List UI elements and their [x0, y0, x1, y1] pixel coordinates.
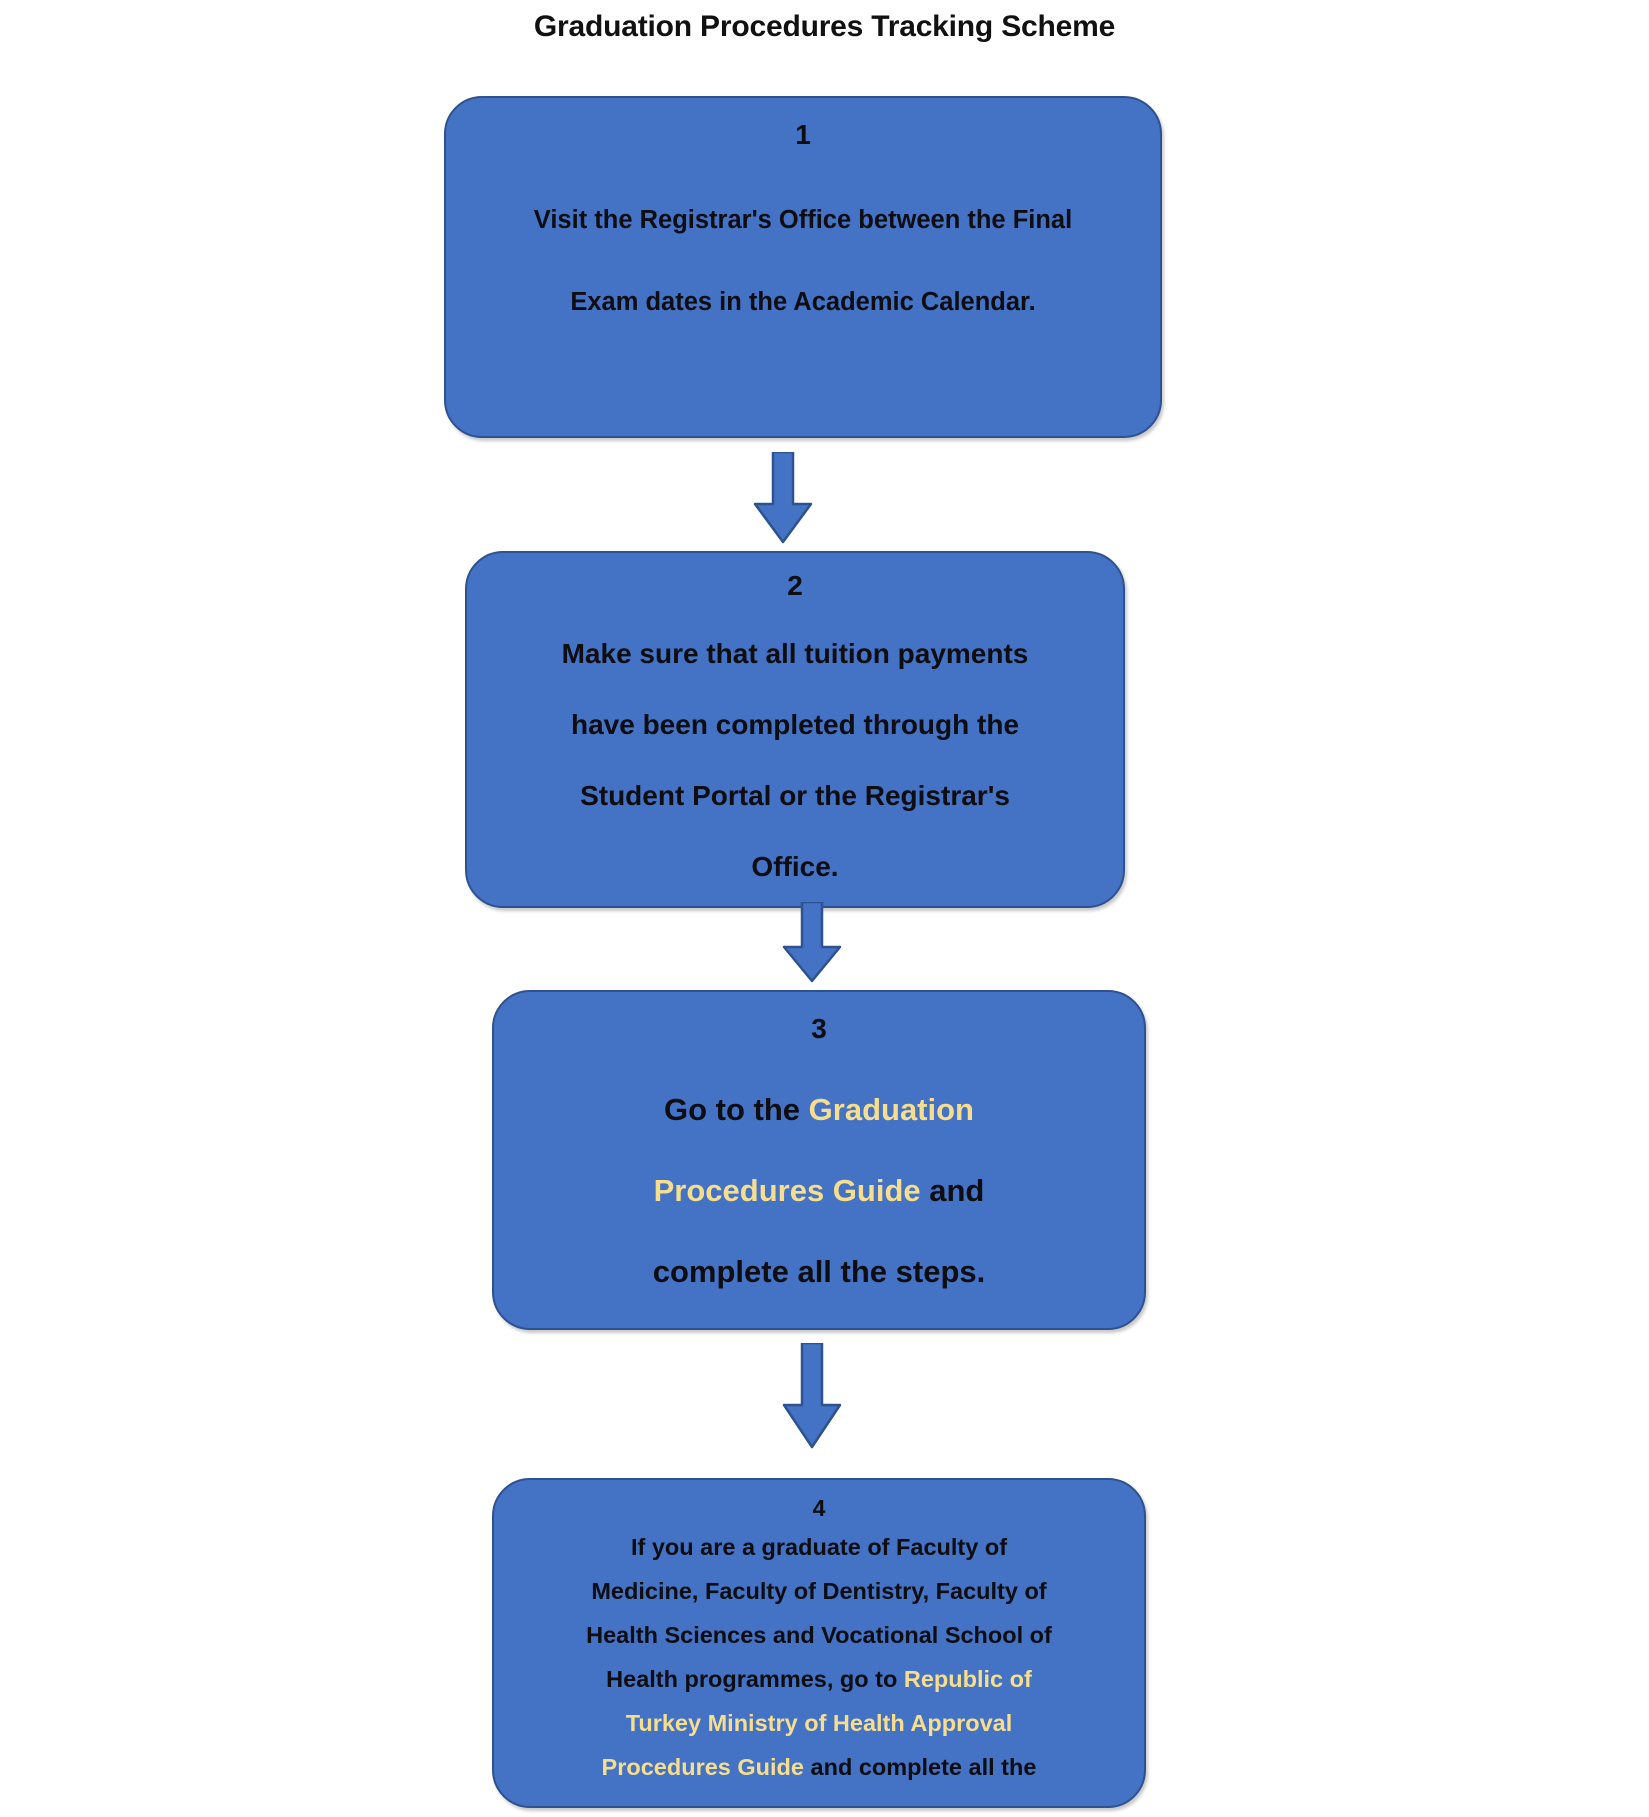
down-arrow-icon	[781, 902, 843, 984]
step-line: Health Sciences and Vocational School of	[586, 1622, 1052, 1649]
step-number-2: 2	[787, 570, 803, 601]
step-text-plain: and	[920, 1172, 985, 1208]
flow-step-3[interactable]: 3 Go to the Graduation Procedures Guide …	[492, 990, 1146, 1330]
step-line: Medicine, Faculty of Dentistry, Faculty …	[591, 1578, 1047, 1605]
flow-step-2[interactable]: 2 Make sure that all tuition payments ha…	[465, 551, 1125, 908]
link-text-procedures-guide[interactable]: Procedures Guide	[653, 1172, 921, 1208]
step-number-1: 1	[795, 119, 811, 150]
step-text-plain: Go to the	[664, 1091, 809, 1127]
step-text-plain: Health programmes, go to	[606, 1666, 904, 1693]
step-body-3: Go to the Graduation Procedures Guide an…	[494, 1069, 1144, 1312]
page-title: Graduation Procedures Tracking Scheme	[533, 10, 1116, 43]
step-line: If you are a graduate of Faculty of	[630, 1534, 1008, 1561]
step-line: Turkey Ministry of Health Approval	[512, 1701, 1126, 1745]
step-text-plain: and complete all the	[803, 1754, 1037, 1781]
step-line: Make sure that all tuition payments	[561, 637, 1029, 669]
step-line: Visit the Registrar's Office between the…	[533, 205, 1073, 234]
flow-step-1[interactable]: 1 Visit the Registrar's Office between t…	[444, 96, 1162, 438]
step-body-2: Make sure that all tuition payments have…	[467, 618, 1123, 902]
link-text-procedures-guide-2[interactable]: Procedures Guide	[601, 1754, 804, 1781]
step-line-clipped: Procedures Guide and complete all the	[512, 1745, 1126, 1789]
step-line: Go to the Graduation	[522, 1069, 1116, 1150]
link-text-graduation[interactable]: Graduation	[808, 1091, 974, 1127]
flow-step-4[interactable]: 4 If you are a graduate of Faculty of Me…	[492, 1478, 1146, 1808]
down-arrow-icon	[752, 452, 814, 545]
step-number-4: 4	[812, 1495, 826, 1521]
link-text-ministry-of-health[interactable]: Turkey Ministry of Health Approval	[625, 1710, 1013, 1737]
step-line: Student Portal or the Registrar's	[580, 779, 1010, 811]
step-line: Exam dates in the Academic Calendar.	[570, 287, 1036, 316]
step-number-3: 3	[811, 1013, 827, 1044]
step-body-4: If you are a graduate of Faculty of Medi…	[494, 1525, 1144, 1789]
down-arrow-icon	[781, 1343, 843, 1450]
step-line: have been completed through the	[570, 708, 1020, 740]
step-line: complete all the steps.	[652, 1253, 986, 1289]
step-line-clipped: Office.	[751, 850, 839, 882]
link-text-republic-of[interactable]: Republic of	[903, 1666, 1032, 1693]
step-line: Procedures Guide and	[522, 1150, 1116, 1231]
step-body-1: Visit the Registrar's Office between the…	[446, 179, 1160, 343]
step-line: Health programmes, go to Republic of	[512, 1657, 1126, 1701]
